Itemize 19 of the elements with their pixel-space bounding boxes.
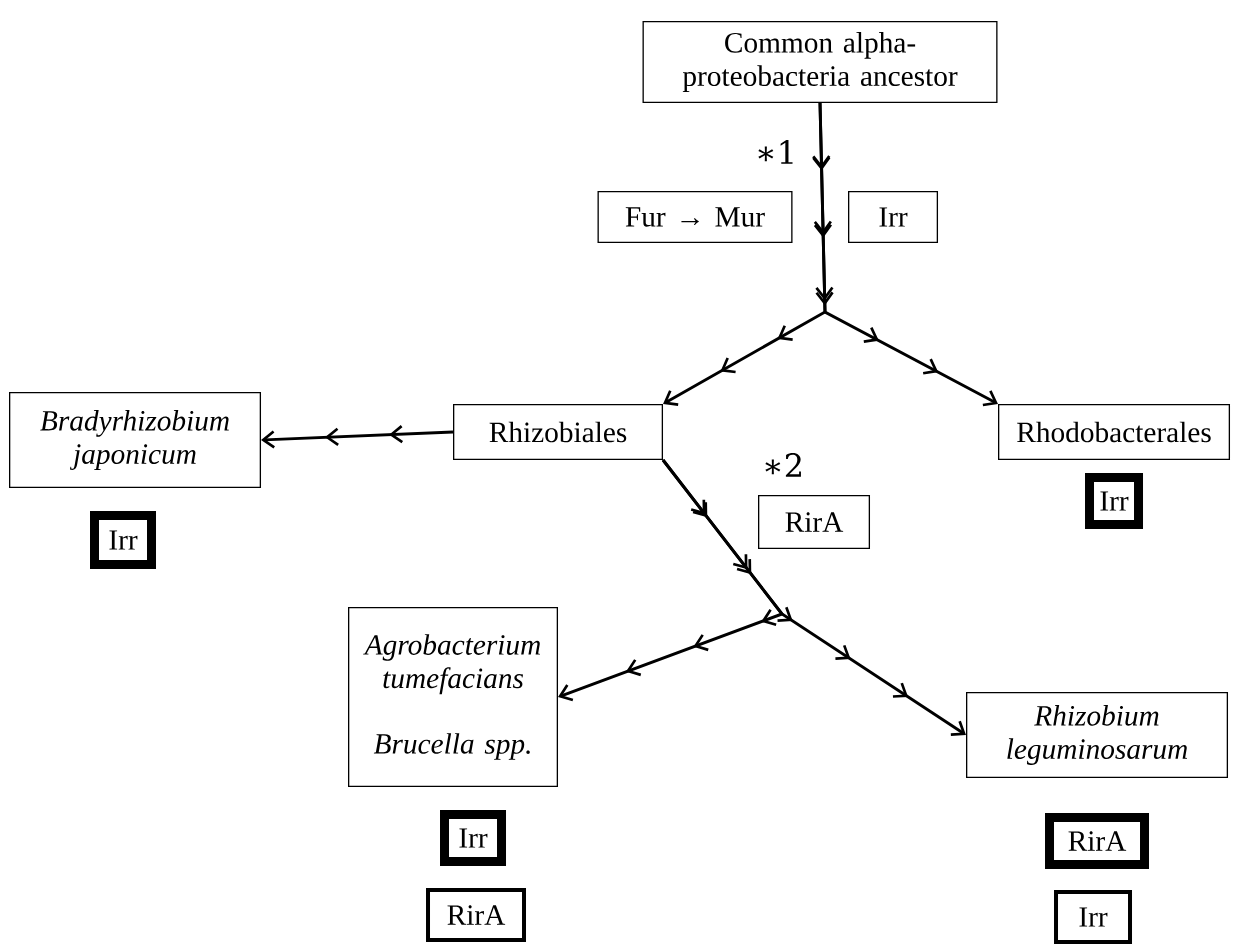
taxon-box: Agrobacterium tumefacians Brucella spp. [348, 607, 558, 787]
regulator-box: Fur → Mur [597, 191, 793, 243]
regulator-box: Irr [440, 810, 506, 866]
regulator-box: RirA [1045, 813, 1149, 869]
regulator-box: Irr [90, 511, 156, 569]
regulator-box: RirA [758, 495, 870, 549]
taxon-box: Rhodobacterales [998, 404, 1231, 460]
step-marker: ∗1 [758, 140, 793, 164]
taxon-box: Rhizobiales [453, 404, 663, 460]
taxon-box: Common alpha-proteobacteria ancestor [642, 21, 998, 103]
arrow [812, 102, 998, 407]
regulator-box: RirA [426, 888, 526, 942]
regulator-box: Irr [848, 191, 939, 243]
regulator-box: Irr [1054, 890, 1132, 944]
regulator-box: Irr [1085, 473, 1143, 529]
taxon-box: Bradyrhizobium japonicum [9, 392, 261, 488]
arrow [261, 425, 454, 449]
taxon-box: Rhizobium leguminosarum [966, 692, 1229, 778]
arrow [661, 459, 966, 736]
